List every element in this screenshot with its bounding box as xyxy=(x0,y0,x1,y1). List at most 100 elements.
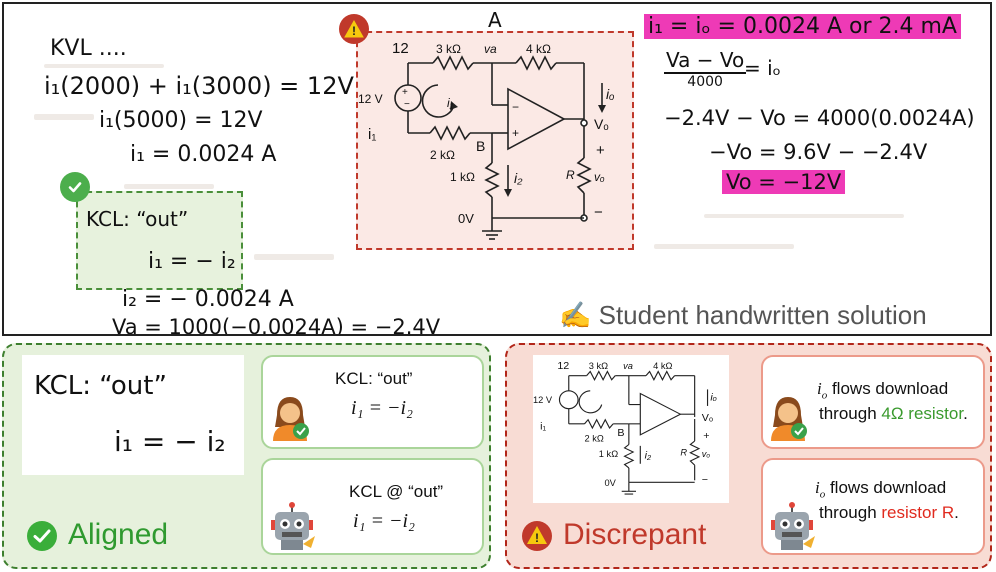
paper-smudge xyxy=(254,254,334,260)
crop-resistor-3k-label: 3 kΩ xyxy=(589,361,609,371)
va-vo-fraction: Va − Vo 4000 xyxy=(664,48,747,90)
io-equation: i₁ = iₒ = 0.0024 A or 2.4 mA xyxy=(644,14,961,39)
caption-text: Student handwritten solution xyxy=(598,300,927,330)
teacher-annotation-card: KCL: “out” i₁ = −i₂ xyxy=(261,355,484,449)
teacher-through-text: through xyxy=(819,404,882,423)
model-flow-line-1: io flows download xyxy=(815,478,946,500)
vo-minus: − xyxy=(594,204,603,221)
model-through-text: through xyxy=(819,503,882,522)
teacher-flow-line-2: through 4Ω resistor. xyxy=(819,404,968,424)
model-resistor-highlight: resistor R xyxy=(881,503,955,522)
student-solution-caption: ✍ Student handwritten solution xyxy=(559,300,927,331)
warning-icon: ! xyxy=(339,14,369,44)
teacher-period: . xyxy=(963,404,968,423)
circuit-diagram: 12 3 kΩ va 4 kΩ 12 V + − i₁ i₁ iₒ Vₒ + 2… xyxy=(358,40,615,240)
loop-i1-label: i₁ xyxy=(447,96,454,110)
crop-node-b-label: B xyxy=(617,427,624,439)
io-equation-text: i₁ = iₒ = 0.0024 A or 2.4 mA xyxy=(644,14,961,39)
node-b-label: B xyxy=(476,138,485,154)
crop-vo-minus: − xyxy=(702,474,708,486)
fraction-rhs: = iₒ xyxy=(744,56,781,80)
writing-hand-icon: ✍ xyxy=(559,300,592,330)
node-12-label: 12 xyxy=(392,40,409,57)
kvl-equation-2: i₁(5000) = 12V xyxy=(99,108,263,133)
io-subscript: o xyxy=(819,488,826,501)
kcl-title: KCL: “out” xyxy=(86,207,189,231)
discrepant-status-label: Discrepant xyxy=(563,518,707,551)
vo-plus: + xyxy=(596,142,605,159)
discrepant-crop-image: 12 3 kΩ va 4 kΩ 12 V i₁ iₒ Vₒ 2 kΩ B 1 k… xyxy=(533,355,729,503)
resistor-2k-label: 2 kΩ xyxy=(430,148,455,162)
vo-node-label: Vₒ xyxy=(594,116,609,132)
crop-resistor-2k-label: 2 kΩ xyxy=(585,434,605,444)
teacher-kcl-text: KCL: “out” xyxy=(335,369,413,388)
opamp-minus: − xyxy=(512,100,519,114)
student-solution-panel: KVL .... i₁(2000) + i₁(3000) = 12V i₁(50… xyxy=(2,2,992,336)
crop-resistor-1k-label: 1 kΩ xyxy=(599,449,619,459)
i1-arrow-label: i₁ xyxy=(368,126,376,143)
io-subscript: o xyxy=(821,389,828,402)
check-circle-icon xyxy=(27,521,57,551)
warning-icon: ! xyxy=(522,521,552,551)
robot-avatar-icon xyxy=(771,502,815,550)
crop-io-label: iₒ xyxy=(710,392,717,404)
crop-vo-plus: + xyxy=(703,430,709,442)
paper-smudge xyxy=(34,114,94,120)
model-kcl-text: KCL @ “out” xyxy=(349,482,444,501)
aligned-panel: KCL: “out” i₁ = − i₂ KCL: “out” i₁ = −i₂… xyxy=(2,343,491,569)
node-va-label: va xyxy=(484,42,497,56)
i2-label: i₂ xyxy=(514,170,523,186)
source-plus: + xyxy=(402,87,408,98)
paper-smudge xyxy=(44,64,164,68)
vo-result: Vo = −12V xyxy=(722,170,846,194)
crop-ground-label: 0V xyxy=(605,478,617,488)
crop-source-label: 12 V xyxy=(533,395,553,405)
crop-resistor-4k-label: 4 kΩ xyxy=(653,361,673,371)
crop-i1-label: i₁ xyxy=(540,421,546,433)
opamp-plus: + xyxy=(512,126,519,140)
crop-resistor-r-label: R xyxy=(680,448,687,458)
svg-text:!: ! xyxy=(535,531,539,545)
aligned-crop-image: KCL: “out” i₁ = − i₂ xyxy=(22,355,244,475)
va-equation: Va = 1000(−0.0024A) = −2.4V xyxy=(112,315,441,336)
paper-smudge xyxy=(124,184,214,189)
fraction-denominator: 4000 xyxy=(687,74,723,90)
teacher-resistor-highlight: 4Ω resistor xyxy=(881,404,964,423)
fraction-numerator: Va − Vo xyxy=(664,48,747,74)
teacher-avatar-icon xyxy=(273,397,309,441)
teacher-avatar-icon xyxy=(771,397,807,441)
resistor-4k-label: 4 kΩ xyxy=(526,42,551,56)
vo-result-text: Vo = −12V xyxy=(722,170,846,194)
vo-voltage-label: vₒ xyxy=(594,170,605,184)
io-symbol: i xyxy=(817,379,822,398)
io-symbol: i xyxy=(815,478,820,497)
source-minus: − xyxy=(404,99,410,110)
teacher-kcl-equation: i₁ = −i₂ xyxy=(351,397,414,419)
crop-vo-voltage-label: vₒ xyxy=(702,449,711,459)
aligned-status-label: Aligned xyxy=(68,518,169,551)
circuit-crop-diagram: 12 3 kΩ va 4 kΩ 12 V i₁ iₒ Vₒ 2 kΩ B 1 k… xyxy=(533,360,717,495)
model-flow-text: flows download xyxy=(825,478,947,497)
model-flow-line-2: through resistor R. xyxy=(819,503,959,523)
kvl-title: KVL .... xyxy=(50,36,127,61)
source-12v-label: 12 V xyxy=(358,92,383,106)
resistor-3k-label: 3 kΩ xyxy=(436,42,461,56)
node-a-label: A xyxy=(488,8,502,32)
model-annotation-card: io flows download through resistor R. xyxy=(761,458,985,555)
discrepant-region-box: 12 3 kΩ va 4 kΩ 12 V + − i₁ i₁ iₒ Vₒ + 2… xyxy=(356,31,634,250)
teacher-flow-text: flows download xyxy=(827,379,949,398)
crop-node-12-label: 12 xyxy=(557,360,569,372)
teacher-flow-line-1: io flows download xyxy=(817,379,948,401)
resistor-1k-label: 1 kΩ xyxy=(450,170,475,184)
robot-avatar-icon xyxy=(271,502,315,550)
discrepant-panel: 12 3 kΩ va 4 kΩ 12 V i₁ iₒ Vₒ 2 kΩ B 1 k… xyxy=(505,343,992,569)
crop-kcl-equation: i₁ = − i₂ xyxy=(114,425,226,458)
paper-smudge xyxy=(704,214,904,218)
crop-node-va-label: va xyxy=(623,361,633,371)
model-annotation-card: KCL @ “out” i₁ = −i₂ xyxy=(261,458,484,555)
ground-0v-label: 0V xyxy=(458,211,474,226)
teacher-annotation-card: io flows download through 4Ω resistor. xyxy=(761,355,985,449)
resistor-r-label: R xyxy=(566,168,575,182)
vo-equation-1: −2.4V − Vo = 4000(0.0024A) xyxy=(664,106,975,130)
paper-smudge xyxy=(654,244,794,249)
